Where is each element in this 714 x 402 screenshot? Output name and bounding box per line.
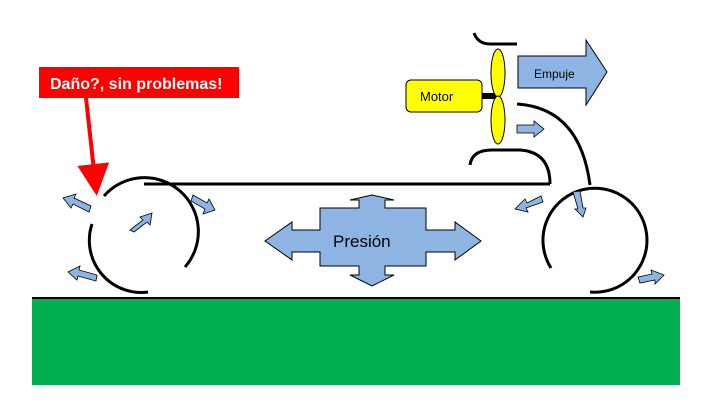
airflow-arrow-duct [516, 120, 545, 138]
left-skirt-lower [87, 223, 149, 294]
propeller-blade-bottom [490, 95, 506, 145]
duct-lower-lip [468, 148, 552, 185]
left-skirt [102, 176, 200, 268]
ground [32, 298, 680, 385]
duct-rear-curve [516, 102, 592, 186]
airflow-arrow-left-top [62, 193, 92, 213]
right-skirt [541, 186, 649, 294]
pressure-label: Presión [333, 232, 391, 251]
callout-box [39, 67, 239, 98]
callout-arrow [77, 97, 110, 196]
airflow-arrow-right-inner [514, 195, 544, 213]
duct-upper-lip [472, 32, 517, 46]
motor-shaft [482, 93, 498, 99]
airflow-arrow-right-ground [637, 269, 665, 285]
propeller-blade-top [490, 48, 506, 98]
thrust-label: Empuje [534, 67, 575, 81]
callout-text: Daño?, sin problemas! [50, 76, 222, 93]
airflow-arrow-right-down [572, 190, 587, 218]
pressure-arrow [264, 194, 482, 287]
motor-label: Motor [420, 89, 454, 104]
airflow-arrow-skirt-inner [129, 212, 153, 233]
thrust-arrow [517, 38, 608, 107]
airflow-arrow-hull-right [190, 194, 216, 215]
airflow-arrow-left-bottom [67, 265, 98, 282]
